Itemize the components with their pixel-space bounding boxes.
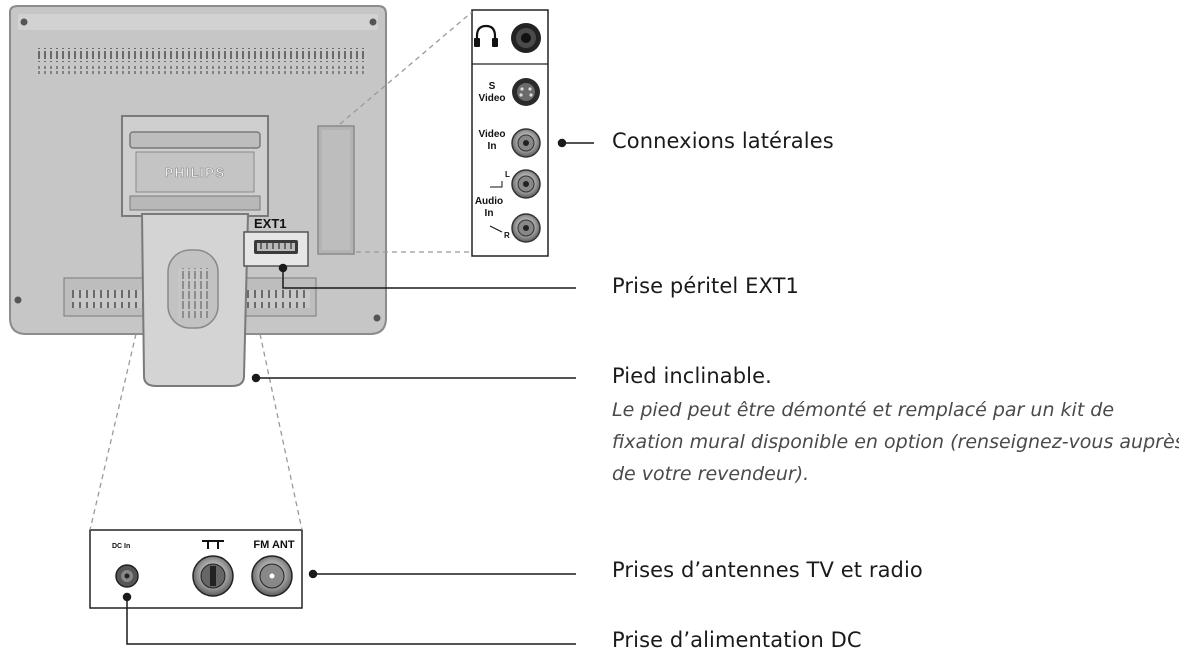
videoin-label: Video	[478, 129, 505, 140]
audio-right-label: R	[504, 231, 510, 240]
callout-dc-power: Prise d’alimentation DC	[612, 628, 862, 652]
callout-tilt-stand: Pied inclinable. Le pied peut être démon…	[612, 364, 1179, 490]
brand-logo: PHILIPS	[164, 165, 225, 180]
fm-ant-label: FM ANT	[253, 539, 294, 551]
top-vent	[37, 48, 367, 62]
callout-antennas: Prises d’antennes TV et radio	[612, 558, 923, 582]
zoom-line	[259, 333, 303, 531]
videoin-label-2: In	[488, 141, 497, 152]
audio-left-label: L	[505, 170, 510, 179]
audio-label-2: In	[485, 208, 494, 219]
callout-title: Prise d’alimentation DC	[612, 628, 862, 652]
svideo-label: S	[489, 81, 496, 92]
tilt-stand	[140, 213, 250, 387]
side-connections-panel: S Video Video In L Audio In R	[471, 9, 549, 257]
scart-port	[243, 231, 309, 267]
callout-scart: Prise péritel EXT1	[612, 274, 799, 298]
bottom-connections-panel: DC In FM ANT	[89, 529, 303, 609]
leader-lines	[122, 138, 594, 645]
audio-label: Audio	[475, 196, 503, 207]
zoom-line	[339, 11, 473, 125]
headphone-icon	[474, 24, 498, 47]
dc-in-label: DC In	[112, 543, 130, 550]
screw-icon	[20, 18, 28, 26]
callout-title: Pied inclinable.	[612, 364, 772, 388]
callout-title: Prises d’antennes TV et radio	[612, 558, 923, 582]
callout-title: Connexions latérales	[612, 129, 834, 153]
svideo-label-2: Video	[478, 93, 505, 104]
zoom-line	[89, 333, 137, 531]
tv-antenna-icon	[202, 540, 224, 549]
callout-description: Le pied peut être démonté et remplacé pa…	[612, 399, 1179, 485]
screw-icon	[369, 18, 377, 26]
screw-icon	[14, 296, 22, 304]
callout-side-connections: Connexions latérales	[612, 129, 834, 153]
screw-icon	[373, 314, 381, 322]
callout-title: Prise péritel EXT1	[612, 274, 799, 298]
stand-mount-plate: PHILIPS	[121, 115, 269, 217]
scart-label: EXT1	[254, 216, 287, 231]
